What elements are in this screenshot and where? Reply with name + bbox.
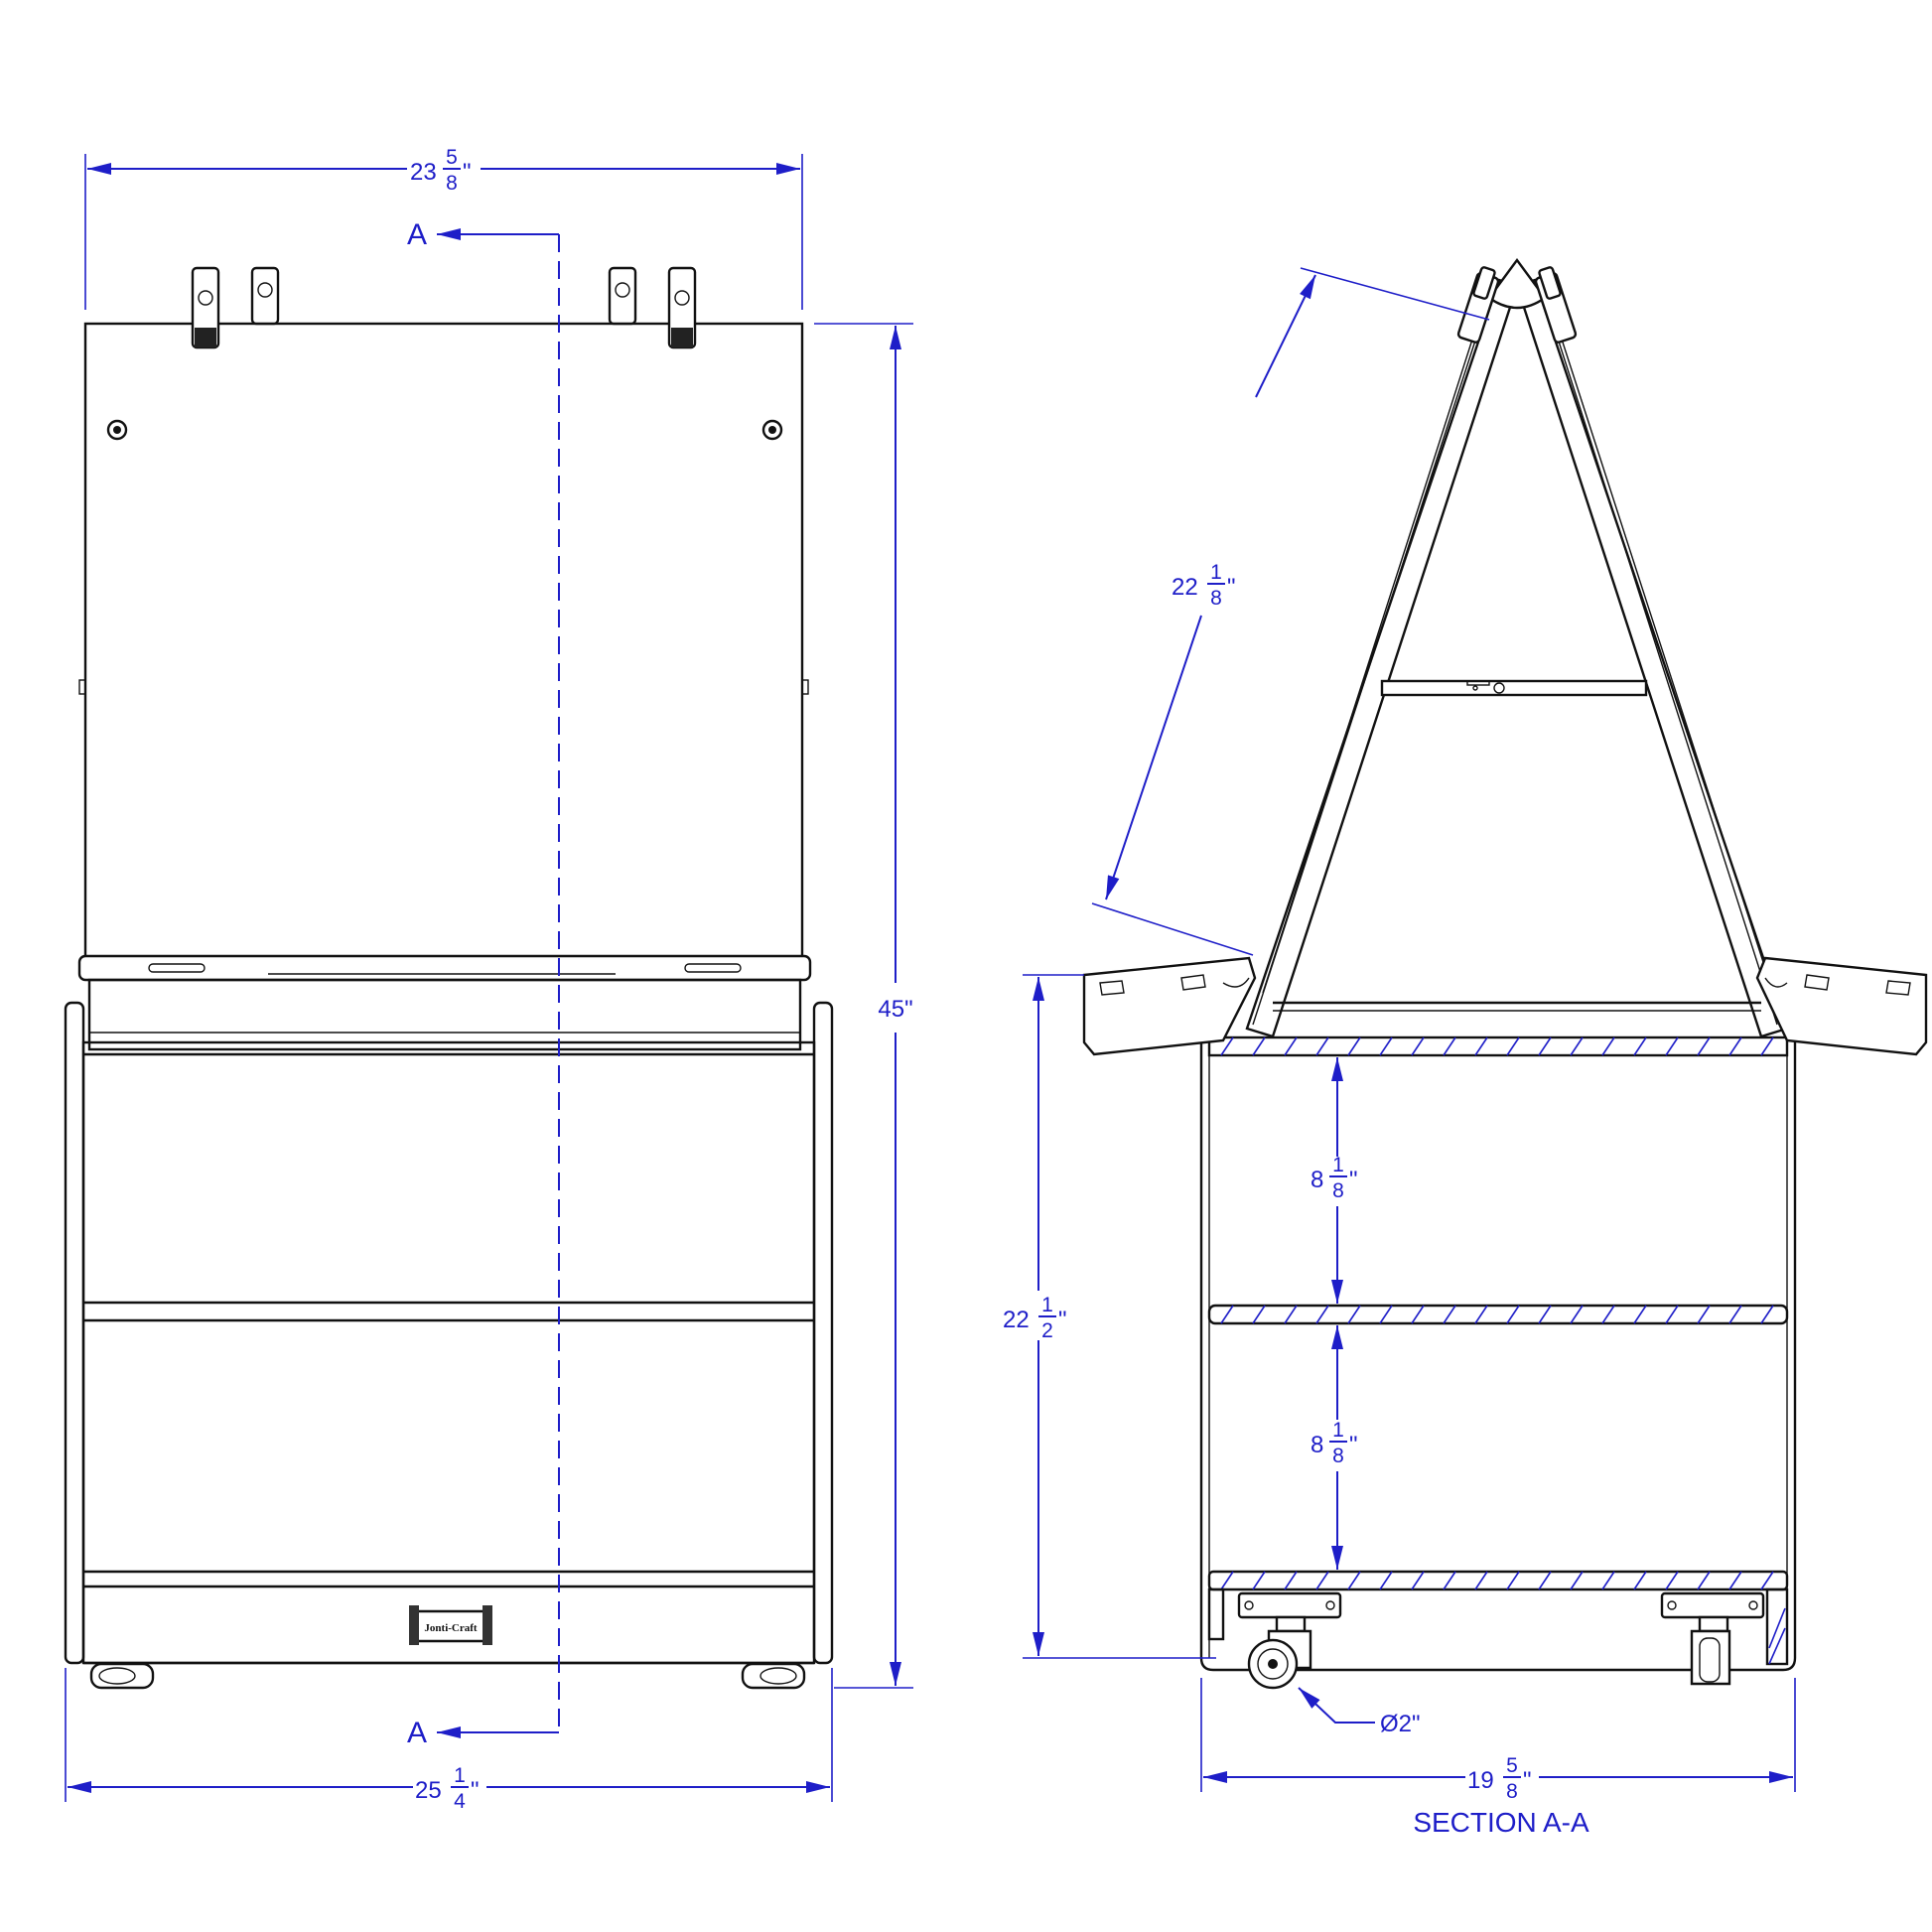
dim-overall-height: 45": [814, 323, 913, 1689]
section-shelf-bottom: [1207, 1570, 1789, 1666]
front-caster-right: [741, 1662, 806, 1690]
dim-shelf-spacing-lower: 8 1 8 ": [1311, 1325, 1358, 1570]
dim-section-depth: 19 5 8 ": [1200, 1678, 1796, 1803]
dim-base-width-num: 1: [454, 1764, 466, 1787]
dim-easel-length-whole: 22: [1172, 574, 1198, 601]
dim-easel-length-den: 8: [1210, 587, 1222, 610]
dim-section-depth-unit: ": [1523, 1767, 1532, 1794]
dim-shelf-lower-unit: ": [1349, 1432, 1358, 1458]
board-screw-right: [761, 419, 783, 441]
section-easel-frame: [1245, 257, 1789, 1038]
section-title: SECTION A-A: [1413, 1807, 1589, 1838]
dim-easel-length-unit: ": [1227, 574, 1236, 601]
dim-top-width-whole: 23: [410, 159, 437, 186]
board-screw-left: [106, 419, 128, 441]
logo-plate: Jonti-Craft: [409, 1605, 492, 1645]
dim-easel-length-num: 1: [1210, 561, 1222, 584]
section-tray-left: [1082, 956, 1257, 1056]
dim-base-width: 25 1 4 ": [65, 1668, 833, 1813]
dim-cabinet-height: 22 1 2 ": [1003, 974, 1216, 1659]
paper-clip-1: [191, 266, 220, 349]
dim-shelf-spacing-upper: 8 1 8 ": [1311, 1057, 1358, 1304]
dim-section-depth-den: 8: [1506, 1780, 1518, 1803]
dim-cabinet-height-unit: ": [1058, 1307, 1067, 1333]
dim-shelf-upper-unit: ": [1349, 1167, 1358, 1193]
section-cabinet: [1199, 1037, 1797, 1672]
dim-shelf-lower-den: 8: [1332, 1445, 1344, 1467]
dim-shelf-upper-whole: 8: [1311, 1167, 1323, 1193]
section-view: 22 1 8 " 22 1 2 " 8 1 8 ": [1003, 257, 1928, 1838]
dim-shelf-lower-whole: 8: [1311, 1432, 1323, 1458]
dim-top-width-den: 8: [446, 172, 458, 195]
dim-base-width-den: 4: [454, 1790, 466, 1813]
front-paint-tray: [77, 954, 812, 1051]
front-caster-left: [89, 1662, 155, 1690]
paper-clip-3: [608, 266, 637, 326]
section-marker-top: A: [407, 218, 427, 251]
dim-top-width: 23 5 8 ": [84, 146, 803, 310]
section-shelf-top: [1207, 1035, 1789, 1057]
dim-shelf-upper-num: 1: [1332, 1154, 1344, 1176]
dim-overall-height-text: 45": [878, 996, 912, 1023]
dim-base-width-whole: 25: [415, 1777, 442, 1804]
dim-top-width-unit: ": [463, 159, 472, 186]
dim-section-depth-whole: 19: [1467, 1767, 1494, 1794]
section-caster-rear: [1660, 1591, 1765, 1686]
dim-easel-length: 22 1 8 ": [1091, 267, 1490, 956]
logo-text: Jonti-Craft: [424, 1622, 477, 1634]
section-caster-front: [1237, 1591, 1342, 1690]
dim-shelf-upper-den: 8: [1332, 1179, 1344, 1202]
dim-cabinet-height-whole: 22: [1003, 1307, 1030, 1333]
dim-section-depth-num: 5: [1506, 1754, 1518, 1777]
dim-base-width-unit: ": [471, 1777, 480, 1804]
front-easel-board: [83, 322, 804, 961]
dim-cabinet-height-den: 2: [1041, 1319, 1053, 1342]
dim-caster-diameter: Ø2": [1298, 1687, 1421, 1737]
front-view: Jonti-Craft A A 23 5 8 ": [64, 146, 913, 1813]
dim-shelf-lower-num: 1: [1332, 1419, 1344, 1442]
front-cabinet: [64, 1001, 834, 1665]
dim-top-width-num: 5: [446, 146, 458, 169]
dim-cabinet-height-num: 1: [1041, 1294, 1053, 1316]
section-shelf-middle: [1207, 1304, 1789, 1325]
paper-clip-2: [250, 266, 280, 326]
paper-clip-4: [667, 266, 697, 349]
section-tray-right: [1755, 956, 1928, 1056]
section-marker-bottom: A: [407, 1717, 427, 1749]
dim-caster-diameter-text: Ø2": [1380, 1711, 1421, 1737]
